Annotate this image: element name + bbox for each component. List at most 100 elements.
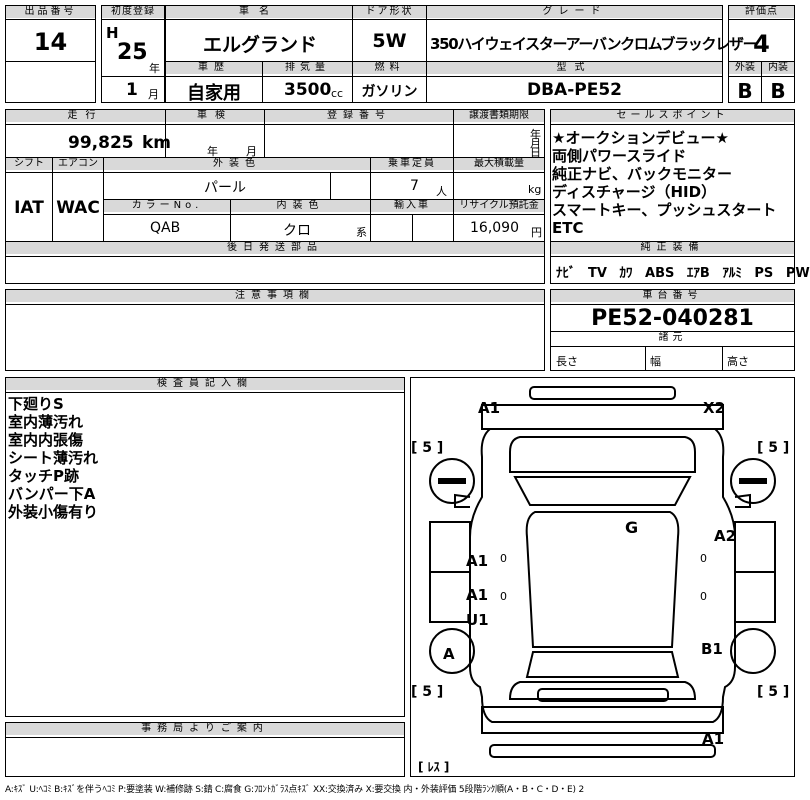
equip-item: ｶﾜ bbox=[619, 266, 633, 281]
transfer-month: 月 bbox=[530, 137, 541, 150]
score-label: 評価点 bbox=[729, 6, 794, 18]
mark-right-door: A2 bbox=[714, 527, 737, 545]
insp-month-unit: 月 bbox=[246, 145, 257, 158]
year-unit: 年 bbox=[149, 62, 160, 75]
transfer-year: 年 bbox=[530, 128, 541, 141]
first-reg-box bbox=[101, 5, 165, 103]
ext-grade: B bbox=[737, 79, 753, 103]
transfer-label: 譲渡書類期限 bbox=[454, 110, 544, 122]
sales-line: ディスチャージ（HID） bbox=[552, 183, 717, 201]
mark-left-rear-door-2: U1 bbox=[466, 611, 489, 629]
inspector-line: シート薄汚れ bbox=[8, 449, 99, 467]
inspector-line: 下廻りS bbox=[8, 395, 64, 413]
inspector-line: 室内内張傷 bbox=[8, 431, 84, 449]
mark-rl-tire: [ 5 ] bbox=[411, 684, 444, 700]
equipment-list: ﾅﾋﾞ TV ｶﾜ ABS ｴｱB ｱﾙﾐ PS PW bbox=[556, 262, 810, 281]
recycle-label: リサイクル預託金 bbox=[454, 200, 544, 212]
mark-fl-tire: [ 5 ] bbox=[411, 440, 444, 456]
displacement-unit: cc bbox=[331, 87, 344, 100]
inspector-line: タッチP跡 bbox=[8, 467, 79, 485]
insp-year-unit: 年 bbox=[207, 145, 218, 158]
sales-line: 純正ナビ、バックモニター bbox=[552, 165, 733, 183]
car-diagram bbox=[429, 386, 776, 758]
import-label: 輸入車 bbox=[371, 200, 453, 212]
spec-label: 諸元 bbox=[551, 332, 794, 344]
doors-label: ドア形状 bbox=[353, 6, 426, 18]
sales-line: 両側パワースライド bbox=[552, 147, 687, 165]
footer-legend: A:ｷｽﾞ U:ﾍｺﾐ B:ｷｽﾞを伴うﾍｺﾐ P:要塗装 W:補修跡 S:錆 … bbox=[5, 785, 584, 795]
color-label: 外装色 bbox=[104, 158, 370, 170]
spec-length: 長さ bbox=[556, 355, 578, 368]
ac: WAC bbox=[56, 198, 100, 218]
capacity: 7 bbox=[410, 178, 419, 194]
office-label: 事務局よりご案内 bbox=[6, 723, 404, 735]
shift-label: シフト bbox=[6, 158, 52, 170]
chassis-number: PE52-040281 bbox=[591, 306, 754, 331]
equip-item: ｴｱB bbox=[686, 266, 710, 281]
inspection-label: 車検 bbox=[166, 110, 264, 122]
inspector-line: バンパー下A bbox=[8, 485, 96, 503]
displacement: 3500 bbox=[284, 80, 332, 100]
ac-label: エアコン bbox=[53, 158, 103, 170]
era: H bbox=[106, 24, 119, 42]
grade-label: グレード bbox=[427, 6, 722, 18]
first-reg-label: 初度登録 bbox=[102, 6, 164, 18]
car-name: エルグランド bbox=[202, 34, 317, 56]
int-color-label: 内装色 bbox=[231, 200, 370, 212]
regno-label: 登録番号 bbox=[265, 110, 453, 122]
inspector-label: 検査員記入欄 bbox=[6, 378, 404, 390]
diagram-box bbox=[410, 377, 795, 777]
sales-line: ★オークションデビュー★ bbox=[552, 129, 729, 147]
load-label: 最大積載量 bbox=[454, 158, 544, 170]
model: DBA-PE52 bbox=[526, 80, 622, 100]
doors: 5W bbox=[372, 30, 407, 52]
inspector-box bbox=[5, 377, 405, 717]
int-label: 内装 bbox=[762, 62, 794, 74]
mark-left-front-door: A1 bbox=[466, 552, 489, 570]
capacity-label: 乗車定員 bbox=[371, 158, 453, 170]
mileage: 99,825 bbox=[68, 133, 134, 153]
mark-left-quarter: A bbox=[443, 645, 455, 663]
lot-label: 出品番号 bbox=[6, 6, 95, 18]
notes-box bbox=[5, 289, 545, 371]
mark-front-right: X2 bbox=[703, 399, 726, 417]
mark-zero-2: 0 bbox=[700, 552, 707, 565]
exterior-color: パール bbox=[204, 180, 246, 196]
equip-item: PS bbox=[754, 266, 774, 281]
chassis-box bbox=[550, 289, 795, 371]
sales-points: ★オークションデビュー★ 両側パワースライド 純正ナビ、バックモニター ディスチ… bbox=[552, 129, 776, 237]
equip-item: PW bbox=[785, 266, 810, 281]
color-no: QAB bbox=[150, 220, 181, 236]
spec-width: 幅 bbox=[650, 355, 661, 368]
mileage-label: 走行 bbox=[6, 110, 165, 122]
shift: IAT bbox=[14, 198, 44, 218]
model-label: 型式 bbox=[427, 62, 722, 74]
mark-rr-tire: [ 5 ] bbox=[757, 684, 790, 700]
details-box bbox=[5, 109, 545, 284]
mark-front-left: A1 bbox=[478, 399, 501, 417]
mark-fr-tire: [ 5 ] bbox=[757, 440, 790, 456]
mark-left-rear-door: A1 bbox=[466, 586, 489, 604]
later-parts-label: 後日発送部品 bbox=[6, 242, 544, 254]
recycle-unit: 円 bbox=[531, 226, 542, 239]
mark-zero-4: 0 bbox=[700, 590, 707, 603]
transfer-day: 日 bbox=[530, 146, 541, 159]
mark-roof: G bbox=[625, 518, 639, 537]
mark-rear: A1 bbox=[702, 730, 725, 748]
sales-label: セールスポイント bbox=[551, 110, 794, 122]
lot-box bbox=[5, 5, 96, 103]
mark-zero-3: 0 bbox=[500, 590, 507, 603]
reg-year: 25 bbox=[117, 40, 148, 65]
sales-line: スマートキー、プッシュスタート bbox=[552, 201, 777, 219]
int-color: クロ bbox=[283, 223, 311, 239]
car-name-label: 車名 bbox=[166, 6, 352, 18]
equip-item: TV bbox=[588, 266, 607, 281]
month-unit: 月 bbox=[148, 88, 159, 101]
chassis-label: 車台番号 bbox=[551, 290, 794, 302]
int-color-unit: 系 bbox=[356, 226, 367, 239]
recycle-amount: 16,090 bbox=[470, 220, 519, 236]
spec-height: 高さ bbox=[727, 355, 749, 368]
int-grade: B bbox=[770, 79, 786, 103]
inspector-line: 室内薄汚れ bbox=[8, 413, 84, 431]
color-no-label: カラーNo. bbox=[104, 200, 230, 212]
